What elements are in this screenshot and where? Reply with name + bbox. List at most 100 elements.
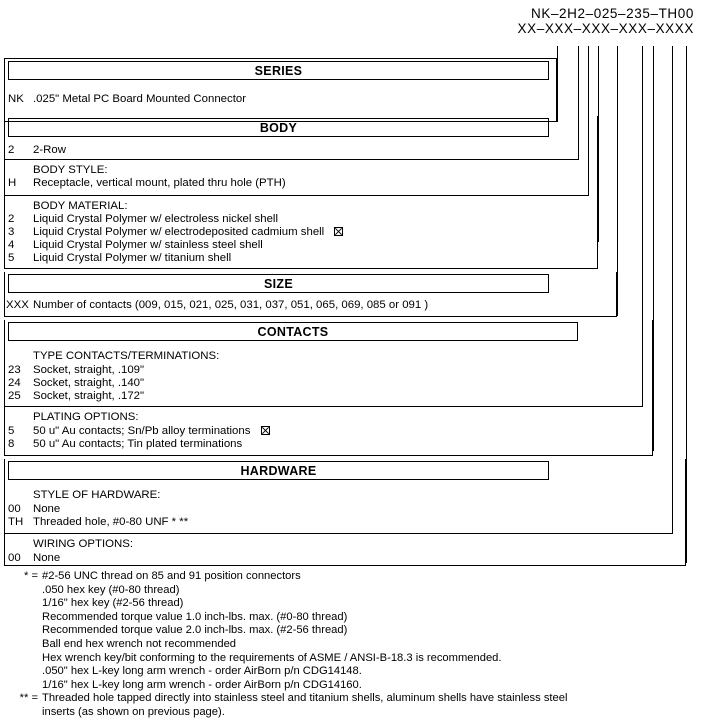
- leader-line-size: [617, 46, 618, 316]
- body-title-bar: BODY: [8, 118, 549, 137]
- series-option-code-0: NK: [8, 93, 24, 105]
- body-row-riser: [578, 152, 579, 160]
- hardware-title-bar: HARDWARE: [8, 461, 549, 480]
- hardware-style-text-0: None: [33, 503, 61, 515]
- series-title: SERIES: [254, 63, 303, 78]
- body-row-rule: [4, 159, 578, 160]
- checked-box-icon-body-material-3: [334, 227, 344, 236]
- body-option-text-0: 2-Row: [33, 144, 66, 156]
- size-option-code-0: XXX: [6, 299, 29, 311]
- leader-line-hardware-style: [672, 46, 673, 533]
- footnote-text: #2-56 UNC thread on 85 and 91 position c…: [42, 570, 301, 582]
- footnote-text: 1/16" hex L-key long arm wrench - order …: [42, 678, 362, 691]
- contacts-type-rule: [4, 406, 642, 407]
- body-material-code-2: 4: [8, 239, 15, 251]
- footnote-line: 1/16" hex key (#2-56 thread): [0, 597, 702, 611]
- body-material-code-1: 3: [8, 226, 15, 238]
- body-bracket: [4, 116, 598, 268]
- hardware-title: HARDWARE: [240, 463, 317, 478]
- size-bracket: [4, 272, 617, 317]
- footnotes: * = #2-56 UNC thread on 85 and 91 positio…: [0, 570, 702, 720]
- body-material-text-0: Liquid Crystal Polymer w/ electroless ni…: [33, 213, 278, 225]
- contacts-title: CONTACTS: [257, 324, 329, 339]
- wiring-bottom-rule: [4, 565, 686, 566]
- part-number-header: NK–2H2–025–235–TH00 XX–XXX–XXX–XXX–XXXX: [518, 6, 695, 36]
- contacts-type-text-1: Socket, straight, .140": [33, 377, 145, 389]
- plating-text-1: 50 u" Au contacts; Tin plated terminatio…: [33, 438, 243, 450]
- leader-line-wiring: [686, 46, 687, 563]
- body-material-text-1: Liquid Crystal Polymer w/ electrodeposit…: [33, 226, 344, 239]
- footnote-marker: ** =: [19, 692, 38, 705]
- footnote-text: Hex wrench key/bit conforming to the req…: [42, 651, 502, 664]
- leader-line-body-row: [578, 46, 579, 153]
- part-number-example: NK–2H2–025–235–TH00: [530, 6, 694, 21]
- footnote-line: inserts (as shown on previous page).: [0, 706, 702, 720]
- wiring-code-0: 00: [8, 552, 21, 564]
- footnote-line: Recommended torque value 1.0 inch-lbs. m…: [0, 611, 702, 625]
- body-material-code-3: 5: [8, 252, 15, 264]
- size-option-text-0: Number of contacts (009, 015, 021, 025, …: [33, 299, 429, 311]
- body-style-code-0: H: [8, 177, 17, 189]
- part-number-mask: XX–XXX–XXX–XXX–XXXX: [517, 21, 694, 36]
- leader-line-body-material: [598, 46, 599, 242]
- size-title-bar: SIZE: [8, 274, 549, 293]
- footnote-line: 1/16" hex L-key long arm wrench - order …: [0, 679, 702, 693]
- footnote-marker: * =: [24, 570, 38, 582]
- footnote-line: .050" hex L-key long arm wrench - order …: [0, 665, 702, 679]
- contacts-type-code-0: 23: [8, 364, 21, 376]
- footnote-line: Hex wrench key/bit conforming to the req…: [0, 652, 702, 666]
- contacts-type-text-2: Socket, straight, .172": [33, 390, 145, 402]
- footnote-line: Ball end hex wrench not recommended: [0, 638, 702, 652]
- size-bottom-rule: [4, 316, 617, 317]
- body-material-code-0: 2: [8, 213, 15, 225]
- footnote-text: .050" hex L-key long arm wrench - order …: [42, 665, 362, 678]
- leader-line-body-style: [588, 46, 589, 191]
- plating-code-1: 8: [8, 438, 15, 450]
- hardware-style-rule: [4, 533, 672, 534]
- contacts-type-label: TYPE CONTACTS/TERMINATIONS:: [33, 350, 220, 362]
- checked-box-icon-plating-5: [260, 426, 270, 435]
- contacts-title-bar: CONTACTS: [8, 322, 578, 341]
- hardware-style-code-1: TH: [8, 516, 24, 528]
- body-material-text-2: Liquid Crystal Polymer w/ stainless stee…: [33, 239, 263, 251]
- series-bottom-rule: [4, 121, 557, 122]
- series-bracket: [4, 58, 557, 122]
- footnote-line: Recommended torque value 2.0 inch-lbs. m…: [0, 624, 702, 638]
- footnote-text: Ball end hex wrench not recommended: [42, 637, 237, 650]
- body-material-rule: [4, 268, 598, 269]
- body-material-label: BODY MATERIAL:: [33, 200, 128, 212]
- contacts-type-code-1: 24: [8, 377, 21, 389]
- series-option-text-0: .025" Metal PC Board Mounted Connector: [33, 93, 246, 105]
- contacts-type-riser: [642, 399, 643, 407]
- footnote-line: .050 hex key (#0-80 thread): [0, 584, 702, 598]
- body-material-text-3: Liquid Crystal Polymer w/ titanium shell: [33, 252, 232, 264]
- footnote-line: ** = Threaded hole tapped directly into s…: [0, 692, 702, 706]
- plating-text-0: 50 u" Au contacts; Sn/Pb alloy terminati…: [33, 425, 270, 438]
- contacts-type-code-2: 25: [8, 390, 21, 402]
- body-option-code-0: 2: [8, 144, 15, 156]
- contacts-type-text-0: Socket, straight, .109": [33, 364, 145, 376]
- hardware-style-code-0: 00: [8, 503, 21, 515]
- body-title: BODY: [259, 120, 298, 135]
- footnote-text: .050 hex key (#0-80 thread): [42, 583, 180, 596]
- hardware-bracket: [4, 459, 686, 565]
- contacts-bracket: [4, 320, 653, 455]
- size-title: SIZE: [264, 276, 293, 291]
- footnote-text: Recommended torque value 2.0 inch-lbs. m…: [42, 624, 348, 637]
- footnote-text: Recommended torque value 1.0 inch-lbs. m…: [42, 610, 348, 623]
- footnote-text: Threaded hole tapped directly into stain…: [42, 692, 568, 705]
- footnote-text: 1/16" hex key (#2-56 thread): [42, 597, 184, 610]
- hardware-style-label: STYLE OF HARDWARE:: [33, 489, 161, 501]
- body-style-label: BODY STYLE:: [33, 164, 108, 176]
- wiring-text-0: None: [33, 552, 61, 564]
- plating-options-label: PLATING OPTIONS:: [33, 411, 139, 423]
- wiring-options-label: WIRING OPTIONS:: [33, 538, 133, 550]
- body-style-rule: [4, 195, 588, 196]
- footnote-text: inserts (as shown on previous page).: [42, 705, 225, 718]
- series-title-bar: SERIES: [8, 61, 549, 80]
- hardware-style-riser: [672, 526, 673, 534]
- plating-bottom-rule: [4, 455, 653, 456]
- hardware-style-text-1: Threaded hole, #0-80 UNF * **: [33, 516, 189, 528]
- leader-line-series: [557, 46, 558, 122]
